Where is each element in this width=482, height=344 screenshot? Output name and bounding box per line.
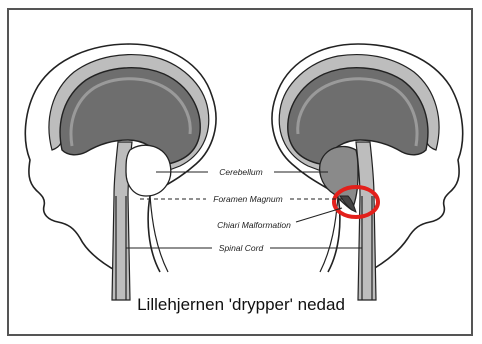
chiari-malformation-label: Chiari Malformation xyxy=(217,220,291,230)
diagram-caption: Lillehjernen 'drypper' nedad xyxy=(0,295,482,315)
normal-cerebellum xyxy=(126,145,171,196)
cerebellum-label: Cerebellum xyxy=(219,167,262,177)
foramen-magnum-label: Foramen Magnum xyxy=(213,194,282,204)
spinal-cord-label: Spinal Cord xyxy=(219,243,264,253)
